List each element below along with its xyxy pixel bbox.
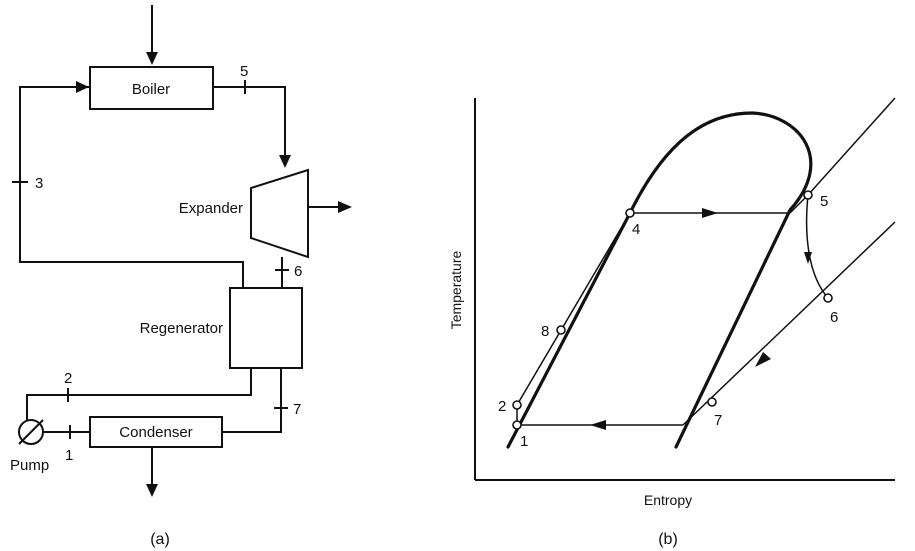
state-7-label: 7 (293, 401, 301, 418)
condenser-heat-out-arrow (146, 484, 158, 497)
regenerator-box (229, 287, 303, 369)
line-5 (213, 86, 286, 160)
ts-panel: Temperature Entropy 1 2 4 5 6 7 8 (b) (448, 97, 896, 548)
condenser-label: Condenser (119, 424, 192, 441)
boiler-inlet-arrow (76, 81, 89, 93)
state-1-label: 1 (65, 447, 73, 464)
heating-line-2-4 (516, 212, 631, 406)
constant-pressure-high (807, 97, 896, 196)
state-4-point (625, 208, 635, 218)
boiler-heat-input-arrow (146, 52, 158, 65)
ts-state-1-label: 1 (520, 433, 528, 450)
work-output-arrow (338, 201, 352, 213)
schematic-panel: Boiler 3 5 Expander 6 Regenerator 7 2 (10, 5, 352, 548)
expander-shape (250, 168, 309, 259)
ts-state-5-label: 5 (820, 193, 828, 210)
state-6-label: 6 (294, 263, 302, 280)
ts-state-2-label: 2 (498, 398, 506, 415)
state-3-label: 3 (35, 175, 43, 192)
expander-inlet-arrow (279, 155, 291, 168)
saturation-dome (506, 111, 813, 449)
state-6-point (823, 293, 833, 303)
state-5-label: 5 (240, 63, 248, 80)
ts-state-7-label: 7 (714, 412, 722, 429)
pump-symbol-diagonal (18, 419, 44, 445)
expander-label: Expander (179, 200, 243, 217)
expansion-arrow (804, 252, 812, 264)
expansion-line-5-6 (805, 194, 829, 299)
regeneration-arrow (755, 352, 771, 367)
line-7 (222, 368, 282, 433)
state-2-label: 2 (64, 370, 72, 387)
x-axis-label: Entropy (644, 492, 692, 508)
state-1-point (512, 420, 522, 430)
caption-a: (a) (150, 531, 170, 548)
state-7-point (707, 397, 717, 407)
line-2 (26, 368, 252, 424)
constant-pressure-low (682, 221, 896, 426)
state-5-point (803, 190, 813, 200)
boiler-label: Boiler (132, 81, 170, 98)
regenerator-label: Regenerator (140, 320, 223, 337)
ts-state-6-label: 6 (830, 309, 838, 326)
ts-state-4-label: 4 (632, 221, 640, 238)
ts-state-8-label: 8 (541, 323, 549, 340)
pump-label: Pump (10, 457, 49, 474)
caption-b: (b) (658, 531, 678, 548)
y-axis-label: Temperature (448, 250, 464, 329)
evaporation-arrow (702, 208, 718, 218)
state-8-point (556, 325, 566, 335)
loop-line-3 (19, 86, 244, 288)
state-2-point (512, 400, 522, 410)
condensation-arrow (590, 420, 606, 430)
